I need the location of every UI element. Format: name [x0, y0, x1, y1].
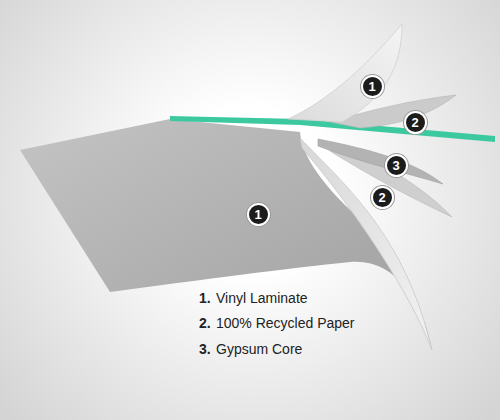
- callout-number: 2: [404, 111, 427, 134]
- list-number: 3.: [199, 341, 211, 358]
- layer-name: Gypsum Core: [216, 341, 302, 358]
- callout-text: 3: [392, 159, 399, 172]
- callout-text: 2: [411, 116, 418, 129]
- gypsum-core: [318, 139, 443, 184]
- list-number: 1.: [199, 290, 211, 307]
- callout-text: 2: [378, 191, 385, 204]
- callout-number: 1: [247, 203, 270, 226]
- vinyl-laminate-top: [288, 24, 402, 122]
- callout-text: 1: [254, 208, 261, 221]
- callout-number: 2: [371, 186, 394, 209]
- layer-name: Vinyl Laminate: [216, 290, 308, 307]
- layer-name: 100% Recycled Paper: [216, 315, 355, 332]
- callout-number: 1: [361, 75, 384, 98]
- list-number: 2.: [199, 315, 211, 332]
- callout-number: 3: [385, 154, 408, 177]
- callout-text: 1: [368, 80, 375, 93]
